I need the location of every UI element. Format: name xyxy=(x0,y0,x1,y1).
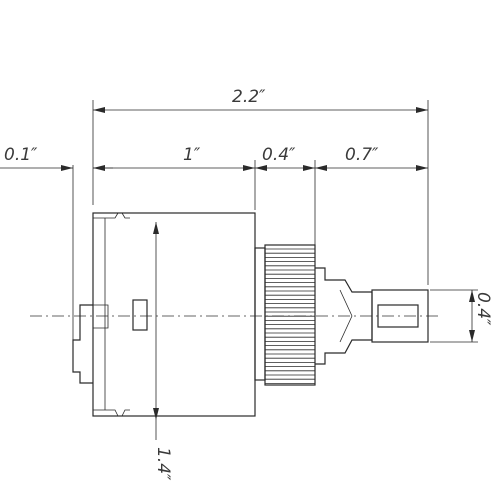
cartridge-spline xyxy=(254,244,316,386)
dimension-overall-length: 2.2″ xyxy=(93,87,428,113)
cartridge-stem xyxy=(315,267,429,365)
dimension-spline-length: 0.4″ xyxy=(255,145,315,171)
dimension-body-length: 1″ xyxy=(93,145,255,171)
cartridge-body xyxy=(72,212,256,417)
extension-lines xyxy=(72,100,478,350)
dimension-stem-length: 0.7″ xyxy=(315,145,428,171)
dimension-label-stem: 0.7″ xyxy=(345,145,379,165)
dimension-label-left-lip: 0.1″ xyxy=(4,145,38,165)
dimension-label-spline: 0.4″ xyxy=(262,145,296,165)
stem-slot xyxy=(377,304,419,328)
dimension-label-body: 1″ xyxy=(183,145,201,165)
dimension-left-lip: 0.1″ xyxy=(0,145,113,171)
dimension-label-stem-width: 0.4″ xyxy=(473,292,493,326)
dimension-body-diameter: 1.4″ xyxy=(153,222,173,481)
dimension-label-diameter: 1.4″ xyxy=(153,447,173,481)
body-window xyxy=(132,299,148,331)
dimension-stem-width: 0.4″ xyxy=(469,290,493,342)
dimension-label-overall: 2.2″ xyxy=(232,87,266,107)
